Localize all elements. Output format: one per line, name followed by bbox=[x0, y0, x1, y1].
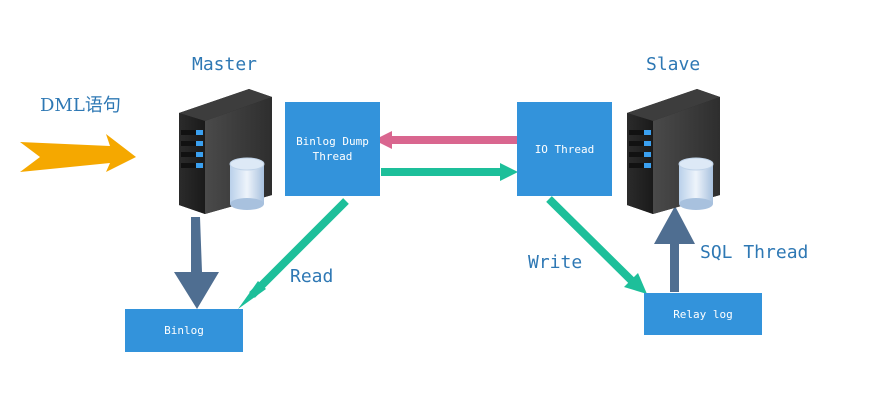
master-server-icon bbox=[179, 89, 272, 214]
read-arrow bbox=[238, 198, 349, 309]
io-thread-box: IO Thread bbox=[517, 102, 612, 196]
master-to-binlog-arrow bbox=[174, 217, 219, 309]
slave-label: Slave bbox=[646, 54, 701, 75]
write-label: Write bbox=[528, 252, 583, 273]
slave-server-icon bbox=[627, 89, 720, 214]
sql-thread-label: SQL Thread bbox=[700, 242, 809, 263]
relay-log-label: Relay log bbox=[673, 307, 733, 321]
sql-thread-arrow bbox=[654, 206, 695, 292]
binlog-label: Binlog bbox=[164, 324, 204, 337]
write-arrow bbox=[546, 196, 647, 294]
io-thread-label: IO Thread bbox=[534, 142, 595, 156]
transfer-arrow bbox=[381, 163, 518, 181]
relay-log-box: Relay log bbox=[644, 293, 762, 335]
dml-arrow bbox=[20, 134, 136, 172]
binlog-box: Binlog bbox=[125, 309, 243, 352]
dml-label: DML语句 bbox=[40, 95, 121, 116]
master-label: Master bbox=[192, 54, 258, 75]
binlog-dump-thread-box: Binlog Dump Thread bbox=[285, 102, 380, 196]
read-label: Read bbox=[290, 266, 334, 287]
binlog-dump-line2: Thread bbox=[312, 150, 353, 163]
binlog-dump-line1: Binlog Dump bbox=[296, 135, 369, 148]
request-arrow bbox=[374, 131, 517, 149]
